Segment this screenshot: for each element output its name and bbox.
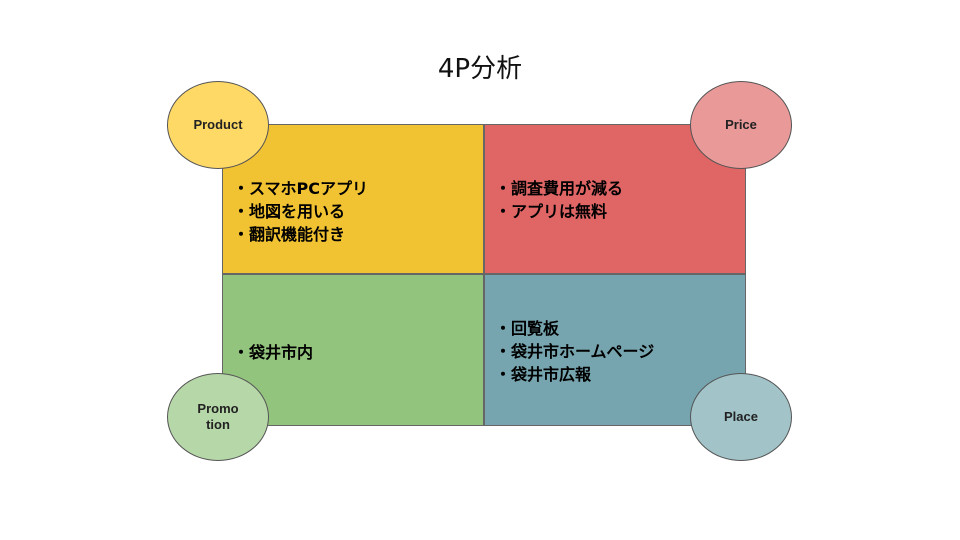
place-label: Place [724, 409, 758, 424]
product-item: ・翻訳機能付き [233, 225, 346, 244]
price-item: ・アプリは無料 [495, 202, 608, 221]
product-label-circle: Product [167, 81, 269, 169]
price-label-circle: Price [690, 81, 792, 169]
price-item: ・調査費用が減る [495, 179, 624, 198]
diagram-title: 4P分析 [437, 54, 523, 84]
product-item: ・地図を用いる [233, 202, 346, 221]
product-quadrant: ・スマホPCアプリ ・地図を用いる ・翻訳機能付き [222, 124, 484, 274]
place-label-circle: Place [690, 373, 792, 461]
price-item-list: ・調査費用が減る ・アプリは無料 [495, 177, 739, 223]
product-item: ・スマホPCアプリ [233, 179, 368, 198]
product-item-list: ・スマホPCアプリ ・地図を用いる ・翻訳機能付き [233, 177, 477, 246]
promotion-item: ・袋井市内 [233, 343, 314, 362]
place-quadrant: ・回覧板 ・袋井市ホームページ ・袋井市広報 [484, 274, 746, 426]
place-item-list: ・回覧板 ・袋井市ホームページ ・袋井市広報 [495, 317, 739, 386]
promotion-label-circle: Promo tion [167, 373, 269, 461]
place-item: ・袋井市ホームページ [495, 342, 655, 361]
promotion-label-line2: tion [206, 417, 230, 432]
promotion-item-list: ・袋井市内 [233, 341, 477, 364]
promotion-label-line1: Promo [197, 401, 239, 416]
place-item: ・袋井市広報 [495, 365, 592, 384]
promotion-label: Promo tion [197, 401, 238, 433]
product-label: Product [193, 117, 243, 132]
place-item: ・回覧板 [495, 319, 560, 338]
price-label: Price [725, 117, 757, 132]
